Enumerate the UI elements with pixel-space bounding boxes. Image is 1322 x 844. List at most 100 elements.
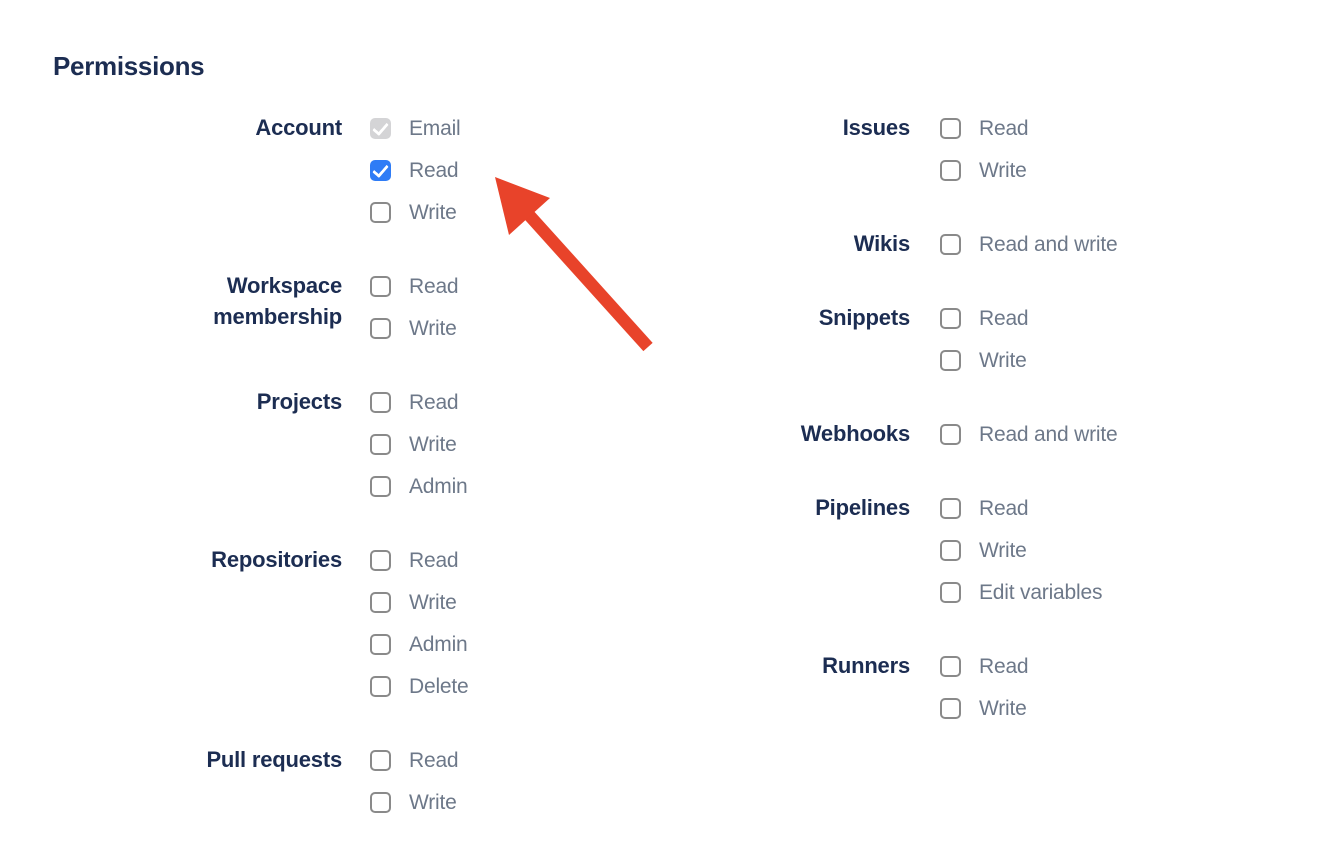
option-row-projects-read: Read	[370, 381, 468, 423]
checkbox-snippets-read[interactable]	[940, 307, 961, 329]
group-label-issues: Issues	[842, 115, 910, 140]
option-row-pipelines-edit-variables: Edit variables	[940, 571, 1102, 613]
group-label-pull-requests: Pull requests	[206, 747, 342, 772]
checkbox-projects-read[interactable]	[370, 391, 391, 413]
option-row-workspace-membership-read: Read	[370, 265, 459, 307]
checkbox-repositories-admin[interactable]	[370, 633, 391, 655]
option-label-pull-requests-write[interactable]: Write	[409, 790, 457, 814]
option-label-workspace-membership-read[interactable]: Read	[409, 274, 459, 298]
options-webhooks: Read and write	[940, 413, 1118, 455]
option-row-projects-write: Write	[370, 423, 468, 465]
checkbox-wikis-read-and-write[interactable]	[940, 233, 961, 255]
checkbox-account-read[interactable]	[370, 159, 391, 181]
permission-group-webhooks: Webhooks Read and write	[653, 413, 1322, 455]
option-row-projects-admin: Admin	[370, 465, 468, 507]
option-row-repositories-admin: Admin	[370, 623, 469, 665]
option-label-snippets-write[interactable]: Write	[979, 348, 1027, 372]
group-label-projects: Projects	[256, 389, 342, 414]
option-label-runners-write[interactable]: Write	[979, 696, 1027, 720]
checkbox-projects-admin[interactable]	[370, 475, 391, 497]
option-label-workspace-membership-write[interactable]: Write	[409, 316, 457, 340]
option-row-issues-write: Write	[940, 149, 1028, 191]
checkbox-pipelines-write[interactable]	[940, 539, 961, 561]
checkbox-pull-requests-read[interactable]	[370, 749, 391, 771]
option-label-pipelines-write[interactable]: Write	[979, 538, 1027, 562]
option-row-repositories-write: Write	[370, 581, 469, 623]
group-label-account: Account	[255, 115, 342, 140]
option-label-account-write[interactable]: Write	[409, 200, 457, 224]
option-label-projects-write[interactable]: Write	[409, 432, 457, 456]
option-row-repositories-delete: Delete	[370, 665, 469, 707]
option-label-repositories-admin[interactable]: Admin	[409, 632, 468, 656]
option-row-issues-read: Read	[940, 107, 1029, 149]
option-label-projects-admin[interactable]: Admin	[409, 474, 468, 498]
option-label-pipelines-read[interactable]: Read	[979, 496, 1029, 520]
option-label-issues-read[interactable]: Read	[979, 116, 1029, 140]
group-label-repositories: Repositories	[211, 547, 342, 572]
option-label-projects-read[interactable]: Read	[409, 390, 459, 414]
option-row-runners-read: Read	[940, 645, 1029, 687]
group-label-wikis: Wikis	[853, 231, 910, 256]
checkbox-runners-read[interactable]	[940, 655, 961, 677]
option-label-account-read[interactable]: Read	[409, 158, 459, 182]
group-label-webhooks: Webhooks	[800, 421, 910, 446]
option-row-account-read: Read	[370, 149, 461, 191]
option-label-pull-requests-read[interactable]: Read	[409, 748, 459, 772]
option-label-runners-read[interactable]: Read	[979, 654, 1029, 678]
checkbox-projects-write[interactable]	[370, 433, 391, 455]
checkbox-repositories-write[interactable]	[370, 591, 391, 613]
option-row-pipelines-read: Read	[940, 487, 1102, 529]
checkbox-runners-write[interactable]	[940, 697, 961, 719]
option-label-pipelines-edit-variables[interactable]: Edit variables	[979, 580, 1103, 604]
checkbox-workspace-membership-write[interactable]	[370, 317, 391, 339]
checkbox-account-email	[370, 117, 391, 139]
option-label-issues-write[interactable]: Write	[979, 158, 1027, 182]
group-label-workspace-membership: Workspace membership	[213, 273, 342, 329]
group-label-snippets: Snippets	[818, 305, 911, 330]
option-row-account-email: Email	[370, 107, 461, 149]
option-row-wikis-read-and-write: Read and write	[940, 223, 1118, 265]
option-label-repositories-write[interactable]: Write	[409, 590, 457, 614]
option-row-snippets-write: Write	[940, 339, 1028, 381]
option-row-workspace-membership-write: Write	[370, 307, 458, 349]
checkbox-repositories-read[interactable]	[370, 549, 391, 571]
option-label-repositories-read[interactable]: Read	[409, 548, 459, 572]
group-label-pipelines: Pipelines	[815, 495, 910, 520]
option-label-wikis-read-and-write[interactable]: Read and write	[979, 232, 1118, 256]
checkbox-issues-write[interactable]	[940, 159, 961, 181]
option-label-repositories-delete[interactable]: Delete	[409, 674, 469, 698]
page-title: Permissions	[53, 51, 205, 81]
checkbox-snippets-write[interactable]	[940, 349, 961, 371]
checkbox-repositories-delete[interactable]	[370, 675, 391, 697]
option-label-snippets-read[interactable]: Read	[979, 306, 1029, 330]
checkbox-pull-requests-write[interactable]	[370, 791, 391, 813]
option-row-pipelines-write: Write	[940, 529, 1102, 571]
permission-group-wikis: Wikis Read and write	[653, 223, 1322, 265]
option-label-account-email: Email	[409, 116, 461, 140]
checkbox-pipelines-read[interactable]	[940, 497, 961, 519]
option-row-pull-requests-write: Write	[370, 781, 458, 823]
checkbox-issues-read[interactable]	[940, 117, 961, 139]
option-label-webhooks-read-and-write[interactable]: Read and write	[979, 422, 1118, 446]
checkbox-account-write[interactable]	[370, 201, 391, 223]
checkbox-workspace-membership-read[interactable]	[370, 275, 391, 297]
checkbox-pipelines-edit-variables[interactable]	[940, 581, 961, 603]
checkbox-webhooks-read-and-write[interactable]	[940, 423, 961, 445]
option-row-runners-write: Write	[940, 687, 1028, 729]
